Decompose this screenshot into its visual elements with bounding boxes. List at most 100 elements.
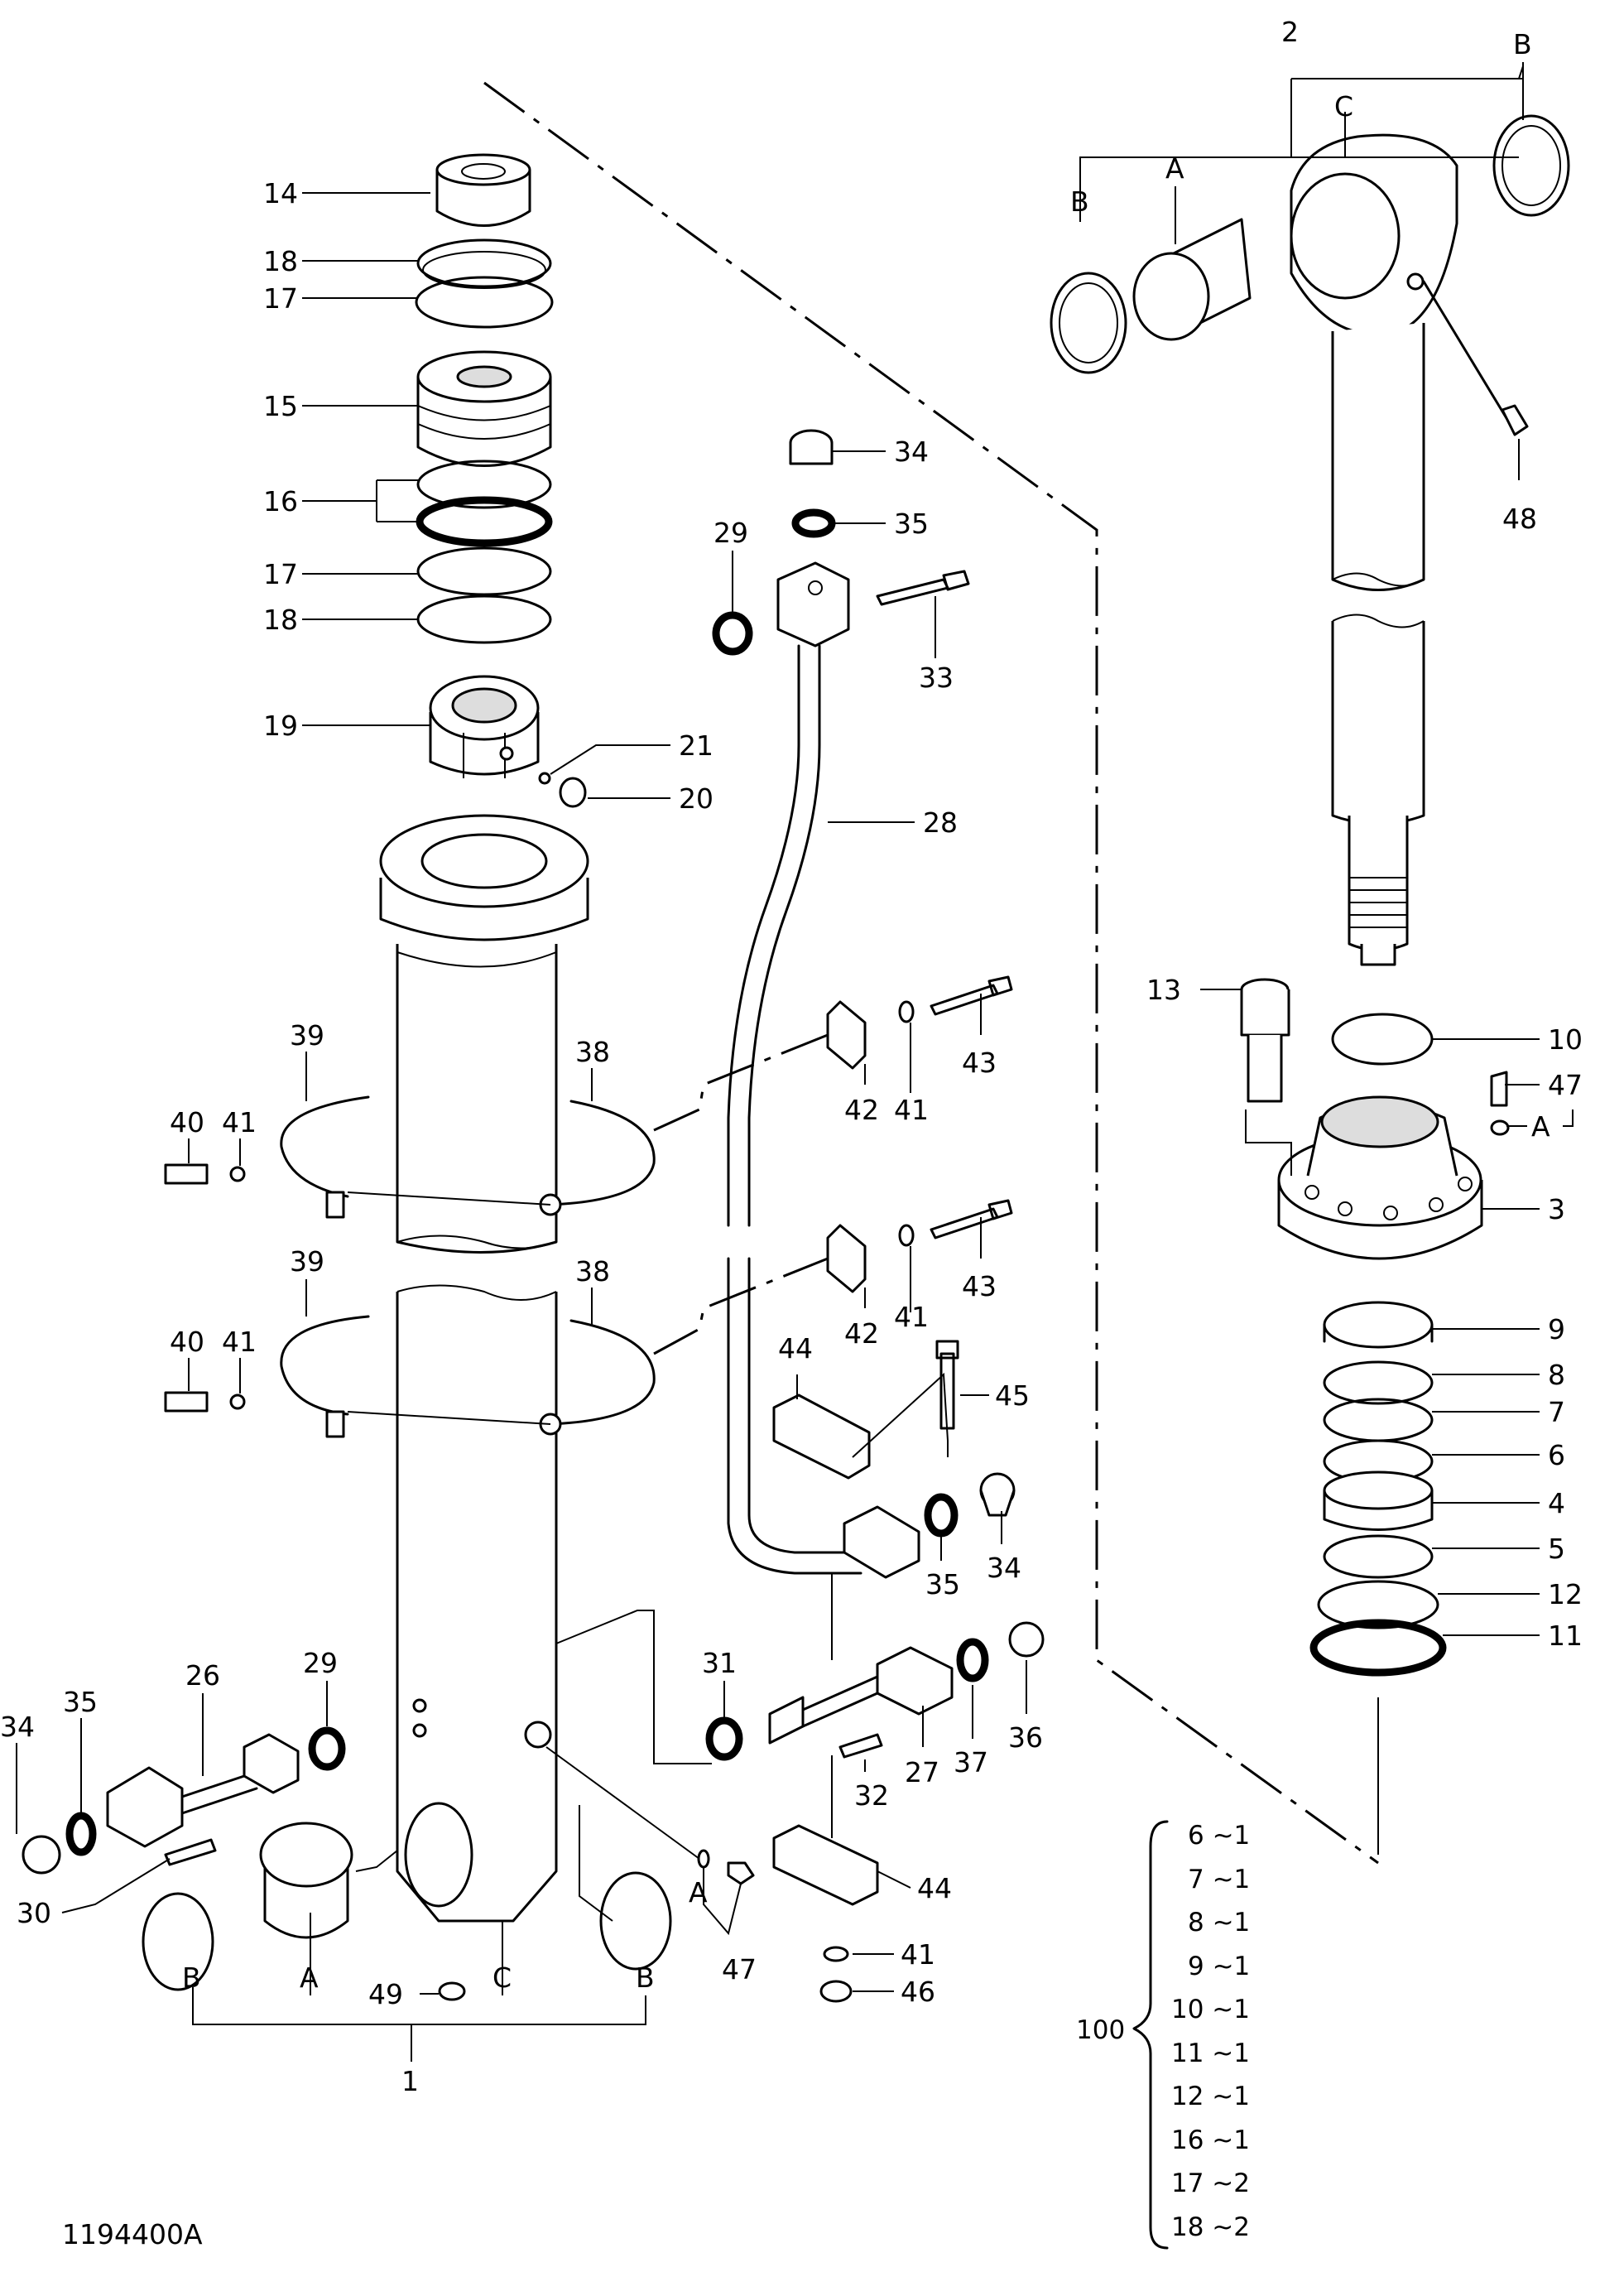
label-35-lower: 35 [63,1686,98,1718]
item-35-oring-lower [65,1812,97,1856]
label-46: 46 [901,1976,935,2008]
label-17b: 17 [263,558,298,590]
item-41-washer-upper [898,1000,915,1023]
item-B-seal-lower-left [142,1892,214,1991]
label-20: 20 [679,782,714,815]
label-35-top: 35 [894,508,929,540]
label-28: 28 [923,806,958,839]
item-37-oring [956,1638,989,1682]
kit-legend: 100 6 ~1 7 ~1 8 ~1 9 ~1 10 ~1 11 ~1 12 ~… [1076,1821,1250,2242]
item-36-plug [1008,1621,1045,1658]
item-47-fitting-upper [1490,1071,1510,1136]
label-8: 8 [1548,1359,1565,1391]
label-41-upper-r: 41 [894,1094,929,1126]
item-27-tube-assembly [768,1646,954,1745]
label-37: 37 [954,1746,988,1779]
label-A-right: A [1531,1110,1550,1143]
label-47-upper: 47 [1548,1069,1583,1101]
label-26: 26 [185,1659,220,1692]
kit-brace [1132,1820,1169,2250]
item-19-nut [429,675,540,778]
label-B-lower-right: B [636,1961,655,1994]
label-B-lower-left: B [182,1961,201,1994]
item-34-plug-top [789,429,834,465]
item-35-oring-mid [924,1493,959,1538]
label-41-lower: 41 [222,1326,257,1358]
item-44-clamp-lower [772,1824,879,1906]
item-20-plug [559,777,587,808]
label-29-lower: 29 [303,1647,338,1679]
item-13-bolt [1240,978,1290,1103]
kit-item: 7 ~1 [1188,1865,1250,1894]
label-3: 3 [1548,1193,1565,1225]
item-33-bolt [876,570,970,606]
label-6: 6 [1548,1439,1565,1471]
label-38-lower: 38 [575,1255,610,1288]
label-34-mid: 34 [987,1552,1021,1584]
label-10: 10 [1548,1023,1583,1056]
label-4: 4 [1548,1487,1565,1519]
label-32: 32 [854,1779,889,1812]
item-47-fitting-lower [697,1849,755,1885]
item-15-piston [416,350,552,467]
label-30: 30 [17,1897,51,1929]
item-B-seal-lower-right [599,1871,672,1971]
label-42-upper: 42 [844,1094,879,1126]
kit-item: 6 ~1 [1188,1821,1250,1851]
item-9-bushing [1323,1301,1434,1349]
label-34-lower: 34 [0,1711,35,1743]
item-46-nut [819,1980,853,2003]
label-11: 11 [1548,1620,1583,1652]
label-40-lower: 40 [170,1326,204,1358]
label-45: 45 [995,1379,1030,1412]
item-43-bolt-lower [930,1199,1013,1239]
label-42-lower: 42 [844,1317,879,1350]
kit-item: 18 ~2 [1171,2212,1250,2242]
kit-item: 11 ~1 [1171,2038,1250,2068]
item-5-ring [1323,1534,1434,1579]
label-29-top: 29 [714,517,748,549]
label-13: 13 [1146,974,1181,1006]
kit-item: 10 ~1 [1171,1995,1250,2024]
item-7-seal [1323,1398,1434,1442]
label-C-upper: C [1334,90,1353,123]
assembly-boundary-line [483,81,1379,1865]
item-45-bolt [935,1340,959,1430]
item-49-fitting [438,1981,466,2001]
label-16: 16 [263,485,298,517]
item-34-plug-mid [979,1472,1016,1517]
label-41-lower-r: 41 [894,1301,929,1333]
item-block-mid [843,1505,920,1579]
label-2: 2 [1281,16,1299,48]
label-49: 49 [368,1978,403,2010]
cylinder-tube [379,814,589,1709]
label-14: 14 [263,177,298,209]
leader-lines [16,62,1574,2062]
item-29-oring-upper [712,611,753,656]
item-18-ring [416,238,552,289]
label-36: 36 [1008,1721,1043,1754]
label-39-lower: 39 [290,1245,324,1278]
label-41-upper: 41 [222,1106,257,1138]
item-10-ring [1331,1013,1434,1066]
item-30-bolt [164,1838,217,1866]
label-39-upper: 39 [290,1019,324,1052]
label-18: 18 [263,245,298,277]
label-12: 12 [1548,1578,1583,1610]
item-17-18-rings-lower [416,546,552,644]
item-2-piston-rod [1290,133,1458,966]
label-43-lower: 43 [962,1270,997,1302]
item-41-washer-bottom [823,1946,849,1962]
item-44-clamp-upper [772,1393,871,1480]
clamp-lower [164,1315,656,1438]
label-A-upper: A [1165,152,1184,185]
label-44-upper: 44 [778,1332,813,1365]
label-B-upper-left: B [1070,185,1089,218]
label-A-lower-fitting: A [689,1876,708,1909]
item-B-seal-upper-left [1050,272,1127,374]
label-1: 1 [401,2065,419,2097]
label-C-lower: C [492,1961,512,1994]
item-32-bolt [838,1733,883,1759]
label-35-mid: 35 [925,1568,960,1600]
